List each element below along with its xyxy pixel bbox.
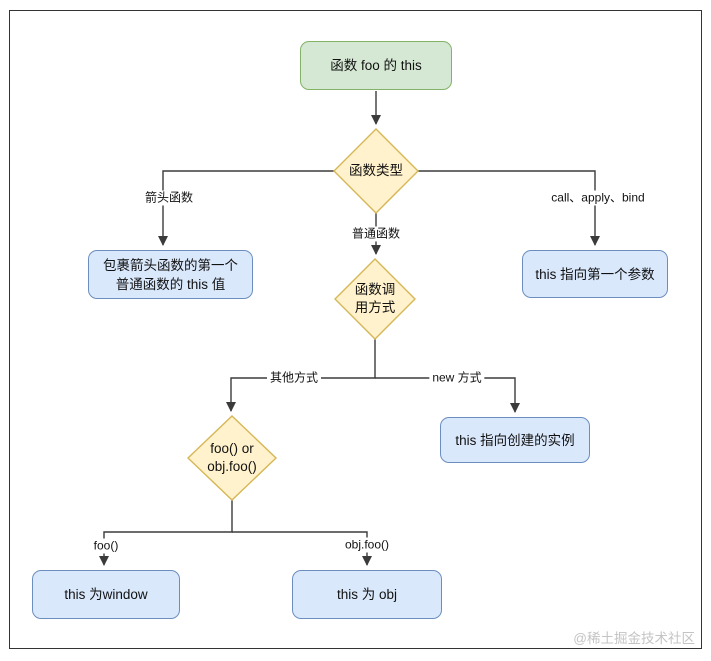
edge-label-foo-call: foo() <box>90 538 122 554</box>
decision-foo-form-label: foo() or obj.foo() <box>207 440 257 476</box>
decision-function-type <box>333 128 419 214</box>
node-arrow-result-line2: 普通函数的 this 值 <box>115 276 226 292</box>
node-call-result: this 指向第一个参数 <box>522 250 668 298</box>
node-start-label: 函数 foo 的 this <box>330 58 422 73</box>
edge-foo-form-to-obj-result <box>232 531 372 566</box>
decision-function-type-label: 函数类型 <box>349 163 403 178</box>
edge-foo-form-to-window-result <box>99 500 233 566</box>
node-window-result: this 为window <box>32 570 180 619</box>
decision-foo-form <box>186 415 278 501</box>
node-window-result-label: this 为window <box>64 587 148 602</box>
watermark: @稀土掘金技术社区 <box>573 631 695 646</box>
node-obj-result: this 为 obj <box>292 570 442 619</box>
edge-label-arrow-function: 箭头函数 <box>141 190 197 206</box>
node-new-result: this 指向创建的实例 <box>440 417 590 463</box>
node-call-result-label: this 指向第一个参数 <box>535 266 655 282</box>
decision-call-mode-line1: 函数调 <box>354 282 396 297</box>
decision-call-mode <box>334 258 416 340</box>
edge-label-normal-function: 普通函数 <box>348 226 404 242</box>
edge-label-new-way: new 方式 <box>429 370 485 386</box>
edge-label-call-apply-bind: call、apply、bind <box>548 190 648 206</box>
node-new-result-label: this 指向创建的实例 <box>455 432 575 448</box>
decision-foo-form-line2: obj.foo() <box>207 459 257 474</box>
edge-function-type-to-call-result <box>418 170 600 246</box>
edge-label-obj-foo-call: obj.foo() <box>341 537 393 553</box>
node-start: 函数 foo 的 this <box>300 41 452 90</box>
decision-foo-form-line1: foo() or <box>210 441 254 456</box>
node-arrow-result-line1: 包裹箭头函数的第一个 <box>103 257 238 273</box>
edge-function-type-to-arrow-result <box>158 170 334 246</box>
edge-call-mode-to-new-result <box>375 377 520 413</box>
node-obj-result-label: this 为 obj <box>336 587 398 602</box>
node-arrow-result: 包裹箭头函数的第一个 普通函数的 this 值 <box>88 250 253 299</box>
diagram-border <box>9 10 702 649</box>
edge-label-other-way: 其他方式 <box>266 370 322 386</box>
decision-call-mode-label: 函数调 用方式 <box>355 281 396 317</box>
decision-call-mode-line2: 用方式 <box>354 300 396 315</box>
